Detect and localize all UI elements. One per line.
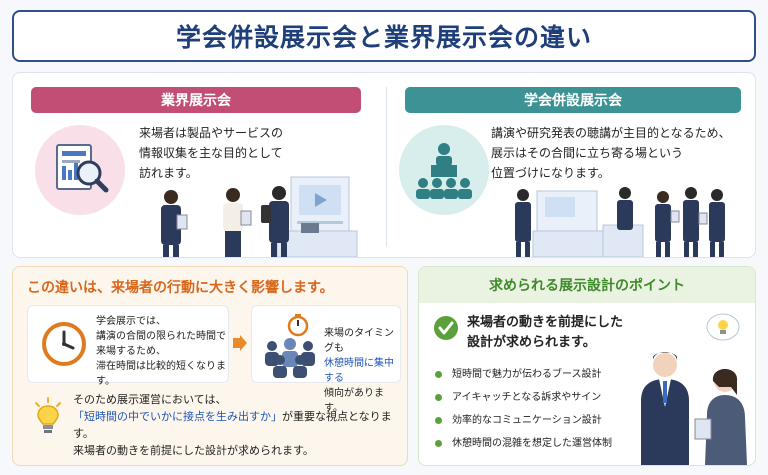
conversation-illustration xyxy=(641,313,747,465)
list-item: アイキャッチとなる訴求やサイン xyxy=(435,386,612,409)
list-item: 短時間で魅力が伝わるブース設計 xyxy=(435,363,612,386)
academic-booth-illustration xyxy=(515,187,725,257)
lightbulb-icon xyxy=(35,397,61,433)
arrow-right-icon xyxy=(233,335,247,351)
page-title: 学会併設展示会と業界展示会の違い xyxy=(175,23,592,52)
clock-icon xyxy=(42,322,86,366)
break-time-text: 来場のタイミングも 休憩時間に集中する 傾向があります。 xyxy=(324,328,394,414)
crowd-timer-icon xyxy=(265,314,315,378)
industry-booth-illustration xyxy=(161,176,358,257)
document-search-icon xyxy=(35,125,125,215)
title-box: 学会併設展示会と業界展示会の違い xyxy=(12,10,756,62)
design-points-header: 求められる展示設計のポイント xyxy=(419,267,755,303)
impact-heading: この違いは、来場者の行動に大きく影響します。 xyxy=(27,280,334,296)
design-point-list: 短時間で魅力が伝わるブース設計 アイキャッチとなる訴求やサイン 効率的なコミュニ… xyxy=(435,363,612,455)
design-lead: 来場者の動きを前提にした 設計が求められます。 xyxy=(467,315,624,350)
industry-banner: 業界展示会 xyxy=(31,87,361,113)
lecture-icon xyxy=(399,125,489,215)
impact-panel: この違いは、来場者の行動に大きく影響します。 学会展示では、 講演の合間の限られ… xyxy=(12,266,408,466)
design-points-heading: 求められる展示設計のポイント xyxy=(489,278,685,294)
short-stay-text: 学会展示では、 講演の合間の限られた時間で 来場するため、 滞在時間は比較的短く… xyxy=(96,316,226,387)
break-time-card: 来場のタイミングも 休憩時間に集中する 傾向があります。 xyxy=(251,305,401,414)
divider xyxy=(386,87,387,247)
comparison-section: 業界展示会 来場者は製品やサービスの 情報収集を主な目的として 訪れます。 xyxy=(12,72,756,258)
academic-banner: 学会併設展示会 xyxy=(405,87,741,113)
operation-note: そのため展示運営においては、 「短時間の中でいかに接点を生み出すか」が重要な視点… xyxy=(73,393,392,457)
short-stay-card: 学会展示では、 講演の合間の限られた時間で 来場するため、 滞在時間は比較的短く… xyxy=(27,305,229,387)
list-item: 休憩時間の混雑を想定した運営体制 xyxy=(435,432,612,455)
industry-description: 来場者は製品やサービスの 情報収集を主な目的として 訪れます。 xyxy=(139,126,284,180)
note-quote: 「短時間の中でいかに接点を生み出すか」 xyxy=(73,410,282,423)
checkmark-icon xyxy=(434,316,458,340)
list-item: 効率的なコミュニケーション設計 xyxy=(435,409,612,432)
design-points-panel: 求められる展示設計のポイント 来場者の動きを前提にした 設計が求められます。 短… xyxy=(418,266,756,466)
academic-description: 講演や研究発表の聴講が主目的となるため、 展示はその合間に立ち寄る場という 位置… xyxy=(491,126,731,180)
